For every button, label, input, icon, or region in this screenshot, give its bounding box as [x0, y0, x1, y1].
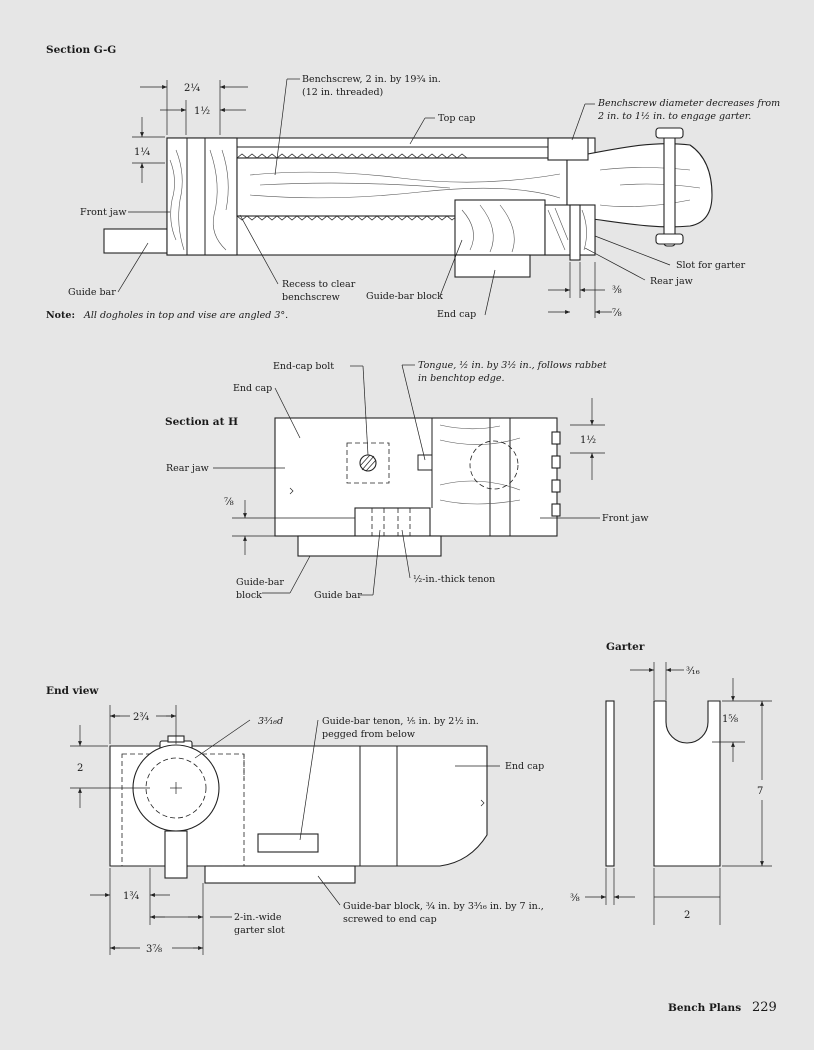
page-footer: Bench Plans 229	[668, 1000, 777, 1015]
svg-text:Slot for garter: Slot for garter	[676, 260, 746, 271]
footer-book-title: Bench Plans	[668, 1002, 741, 1014]
svg-text:Guide-bar: Guide-bar	[236, 577, 284, 588]
svg-text:1⅝: 1⅝	[722, 714, 738, 725]
svg-text:End-cap bolt: End-cap bolt	[273, 361, 334, 372]
svg-text:Top cap: Top cap	[438, 113, 476, 124]
svg-text:Recess to clear: Recess to clear	[282, 279, 356, 290]
svg-text:Guide-bar block: Guide-bar block	[366, 291, 443, 302]
dim-2-1-4: 2¼	[140, 80, 248, 135]
garter-front-view	[653, 700, 721, 867]
svg-text:2¼: 2¼	[184, 83, 200, 94]
dim-1-1-2: 1½	[160, 100, 246, 135]
section-h-guide-bar-block	[297, 535, 442, 557]
svg-text:³⁄₁₆: ³⁄₁₆	[686, 666, 700, 677]
svg-text:⅜: ⅜	[612, 285, 622, 296]
svg-text:3³⁄₁₆d: 3³⁄₁₆d	[258, 716, 283, 727]
front-jaw	[166, 137, 238, 256]
svg-text:Front jaw: Front jaw	[80, 207, 127, 218]
garter-title: Garter	[606, 641, 645, 653]
svg-text:in benchtop edge.: in benchtop edge.	[418, 373, 505, 384]
svg-text:⅞: ⅞	[612, 308, 622, 319]
svg-text:garter slot: garter slot	[234, 925, 285, 936]
svg-text:Rear jaw: Rear jaw	[166, 463, 209, 474]
end-view: End view 2¾ 3³⁄₁₆d Guide-bar tenon, ⅕ in…	[46, 685, 544, 955]
svg-text:2¾: 2¾	[133, 712, 149, 723]
svg-text:1¾: 1¾	[123, 891, 139, 902]
svg-text:Guide bar: Guide bar	[314, 590, 362, 601]
dim-3-8-gg: ⅜	[548, 262, 622, 298]
svg-text:⅞: ⅞	[224, 497, 234, 508]
svg-text:1½: 1½	[580, 435, 596, 446]
end-view-tenon	[257, 833, 319, 853]
section-h-title: Section at H	[165, 416, 238, 428]
dim-7-8-gg: ⅞	[548, 262, 622, 319]
screw-collar	[547, 137, 589, 161]
svg-text:Benchscrew diameter decreases: Benchscrew diameter decreases from	[597, 98, 780, 109]
section-h: Section at H End-cap bol	[165, 360, 649, 601]
svg-text:⅜: ⅜	[570, 893, 580, 904]
note: Note:	[46, 310, 75, 321]
dim-1-1-2-h: 1½	[570, 398, 605, 480]
svg-text:Front jaw: Front jaw	[602, 513, 649, 524]
svg-text:block: block	[236, 590, 262, 601]
garter: Garter ³⁄₁₆ 1⅝ 7 ⅜ 2	[570, 641, 772, 925]
svg-text:End cap: End cap	[233, 383, 272, 394]
end-view-guide-bar-block	[204, 865, 356, 884]
svg-text:End cap: End cap	[437, 309, 476, 320]
svg-text:End cap: End cap	[505, 761, 544, 772]
svg-text:1½: 1½	[194, 106, 210, 117]
svg-text:Guide bar: Guide bar	[68, 287, 116, 298]
svg-text:2 in. to 1½ in. to engage gart: 2 in. to 1½ in. to engage garter.	[597, 111, 751, 122]
svg-text:screwed to end cap: screwed to end cap	[343, 914, 437, 925]
svg-text:2-in.-wide: 2-in.-wide	[234, 912, 282, 923]
dim-7-8-h: ⅞	[224, 497, 355, 555]
note-text: All dogholes in top and vise are angled …	[83, 310, 288, 321]
guide-bar-block-gg	[454, 199, 546, 256]
end-view-title: End view	[46, 685, 99, 697]
svg-text:Rear jaw: Rear jaw	[650, 276, 693, 287]
svg-text:(12 in. threaded): (12 in. threaded)	[302, 87, 383, 98]
garter-side-view	[605, 700, 615, 867]
svg-text:½-in.-thick tenon: ½-in.-thick tenon	[413, 574, 495, 585]
svg-text:Tongue, ½ in. by 3½ in., follo: Tongue, ½ in. by 3½ in., follows rabbet	[418, 360, 607, 371]
section-gg: Section G-G 2¼ 1½ 1¼	[46, 44, 780, 321]
dim-1-1-4: 1¼	[132, 117, 165, 183]
svg-text:7: 7	[757, 786, 763, 797]
page-number: 229	[752, 1000, 777, 1015]
svg-text:1¼: 1¼	[134, 147, 150, 158]
svg-text:2: 2	[77, 763, 83, 774]
svg-text:3⅞: 3⅞	[146, 944, 162, 955]
benchscrew-handle	[566, 127, 713, 247]
svg-text:benchscrew: benchscrew	[282, 292, 340, 303]
svg-text:2: 2	[684, 910, 690, 921]
svg-text:Benchscrew, 2 in. by 19¾ in.: Benchscrew, 2 in. by 19¾ in.	[302, 74, 441, 85]
svg-text:pegged from below: pegged from below	[322, 729, 415, 740]
svg-text:Guide-bar block, ¾ in. by 3³⁄₁: Guide-bar block, ¾ in. by 3³⁄₁₆ in. by 7…	[343, 901, 544, 912]
end-cap-gg	[454, 254, 531, 278]
svg-text:Guide-bar tenon, ⅕ in. by 2½ i: Guide-bar tenon, ⅕ in. by 2½ in.	[322, 716, 479, 727]
section-gg-title: Section G-G	[46, 44, 116, 56]
